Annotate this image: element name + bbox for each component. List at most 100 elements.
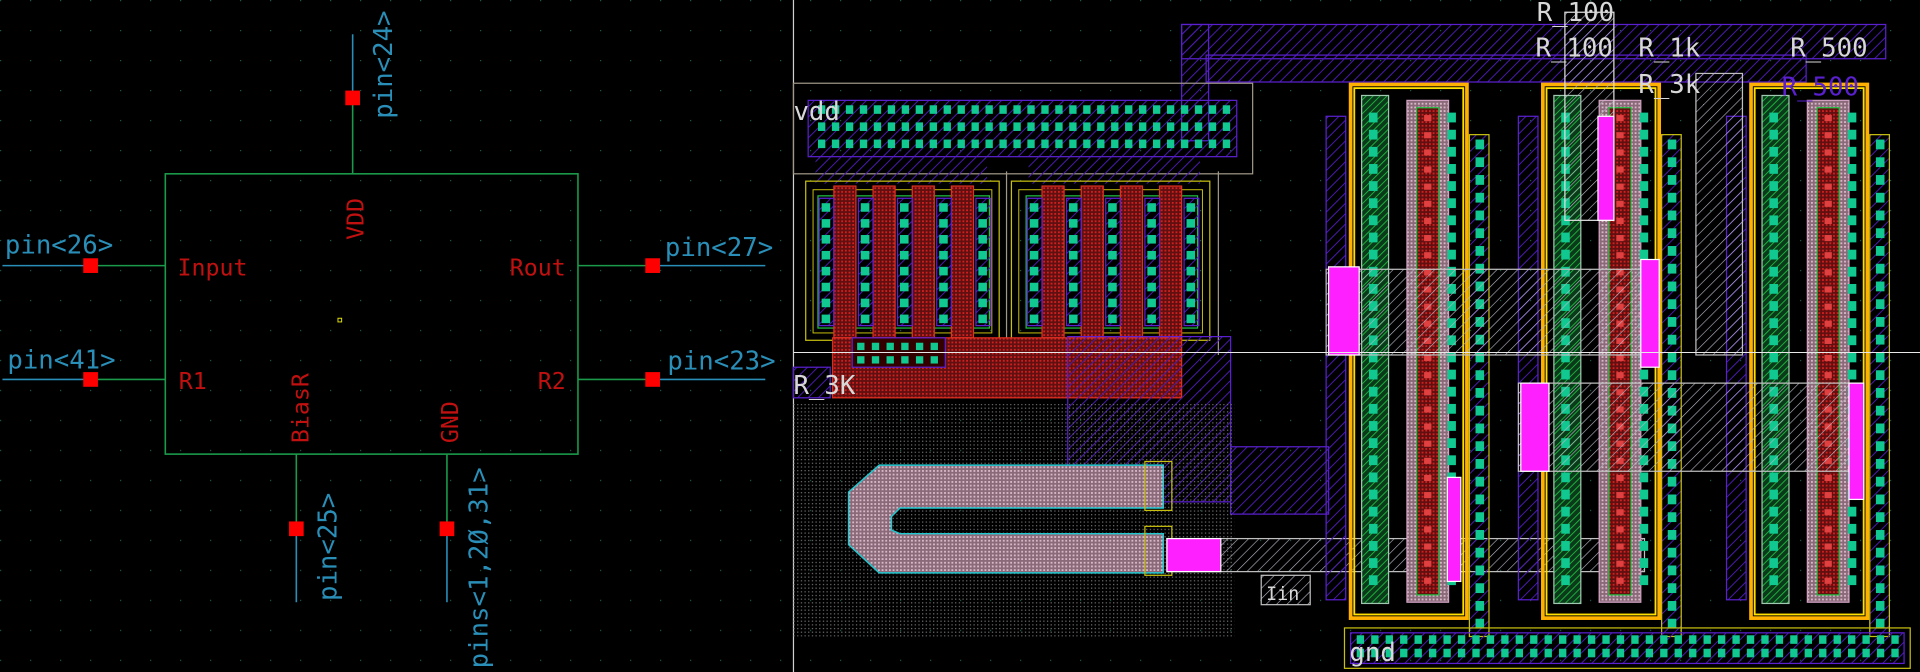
pin-vdd[interactable]: pin<24> VDD [343, 10, 399, 239]
pin-gnd[interactable]: pins<1,2Ø,31> GND [437, 401, 494, 668]
contact [1875, 263, 1885, 274]
contact [1029, 298, 1039, 308]
symbol-body[interactable] [164, 173, 579, 455]
contact [1639, 249, 1649, 260]
pin-rout[interactable]: pin<27> Rout [510, 233, 773, 282]
contact [1013, 122, 1021, 131]
contact [999, 122, 1007, 131]
pin-marker[interactable] [439, 521, 455, 537]
contact [1847, 266, 1857, 277]
contact [1875, 317, 1885, 327]
layout-label-r100[interactable]: R_100 [1537, 0, 1614, 28]
contact [1180, 122, 1189, 131]
contact [1639, 232, 1649, 243]
pin-r2[interactable]: pin<23> R2 [538, 347, 776, 396]
contact [1108, 235, 1117, 244]
layout-label-gnd[interactable]: gnd [1349, 638, 1395, 668]
poly-gate [950, 185, 975, 339]
pin-marker[interactable] [288, 521, 304, 537]
contact [1152, 139, 1161, 149]
metal2-vertical[interactable] [1695, 72, 1744, 356]
poly-gate [1158, 185, 1183, 339]
contact [1147, 250, 1156, 260]
metal-route-top[interactable] [1181, 23, 1887, 60]
contact [939, 298, 948, 308]
contact [1573, 648, 1581, 658]
via-stack [1327, 266, 1360, 356]
contact [1194, 122, 1203, 131]
contact [1027, 139, 1035, 149]
contact [1097, 105, 1105, 114]
layout-label-r500[interactable]: R_500 [1790, 33, 1867, 63]
layout-label-r3k-right[interactable]: R_3k [1638, 70, 1700, 100]
poly-contact [1616, 560, 1624, 567]
via-stack [1520, 382, 1550, 472]
contact [1475, 547, 1485, 558]
contact [1068, 298, 1078, 308]
pin-marker[interactable] [83, 372, 98, 387]
contact [1194, 139, 1203, 149]
pin-marker[interactable] [645, 258, 660, 273]
poly-contact [1616, 252, 1624, 259]
contact [1501, 648, 1509, 658]
pin-input[interactable]: pin<26> Input [2, 230, 248, 281]
contact [900, 219, 909, 228]
schematic-view[interactable]: pin<24> VDD pin<26> Input pin<41> R1 pin… [0, 0, 794, 672]
poly-contact [1824, 372, 1832, 379]
mos-array-left[interactable] [805, 180, 1000, 341]
resistor-terminal[interactable] [1144, 460, 1173, 512]
poly-contact [1824, 509, 1832, 516]
u-shaped-resistor[interactable] [847, 464, 1164, 574]
poly-contact [1824, 286, 1832, 293]
contact [1152, 122, 1161, 131]
layout-label-vdd[interactable]: vdd [793, 97, 839, 127]
contact [1475, 565, 1485, 576]
contact [1108, 250, 1117, 260]
pin-marker[interactable] [83, 258, 98, 273]
contact [1746, 635, 1755, 644]
guard-rail [1869, 134, 1890, 638]
mos-array-right[interactable] [1010, 180, 1211, 341]
contact [1069, 105, 1077, 114]
pin-marker[interactable] [345, 90, 360, 106]
pin-marker[interactable] [645, 372, 660, 387]
contact [1475, 352, 1485, 363]
contact [1139, 105, 1147, 114]
contact [1875, 228, 1885, 239]
poly-contact [1424, 200, 1432, 207]
layout-label-r1k[interactable]: R_1k [1638, 33, 1700, 63]
layout-label-r100[interactable]: R_100 [1536, 33, 1613, 63]
poly-contact [1824, 235, 1832, 242]
contact [1639, 506, 1649, 517]
metal-route[interactable] [1230, 446, 1330, 515]
metal2-crossbar[interactable] [1325, 268, 1658, 356]
contact [860, 250, 870, 260]
contact [1559, 635, 1567, 644]
layout-label-iin[interactable]: Iin [1266, 584, 1299, 605]
contact [1847, 146, 1857, 157]
contact [939, 266, 948, 276]
contact [860, 235, 870, 244]
contact [1447, 129, 1456, 140]
resistor-core [1816, 107, 1840, 596]
poly-contact [1824, 303, 1832, 310]
contact [1385, 635, 1393, 644]
contact [1639, 146, 1649, 157]
contact [1475, 583, 1485, 594]
metal2-crossbar[interactable] [1517, 382, 1865, 472]
pin-biasr[interactable]: pin<25> BiasR [288, 373, 344, 603]
contact [1674, 635, 1682, 644]
contact [1769, 489, 1778, 500]
layout-label-r3k[interactable]: R_3K [793, 371, 855, 401]
contact [1186, 282, 1196, 292]
layout-view[interactable]: vdd R_3K R_100 R_100 R_1k R_3k R_500 R_5… [792, 0, 1920, 672]
contact [1368, 575, 1378, 586]
contact [1875, 565, 1885, 576]
metal1-finger [1065, 197, 1082, 327]
contact [1368, 249, 1378, 260]
contact [1667, 317, 1677, 327]
net-label-pins-gnd: pins<1,2Ø,31> [464, 467, 494, 668]
pin-r1[interactable]: pin<41> R1 [2, 345, 207, 395]
contact [1559, 648, 1567, 658]
